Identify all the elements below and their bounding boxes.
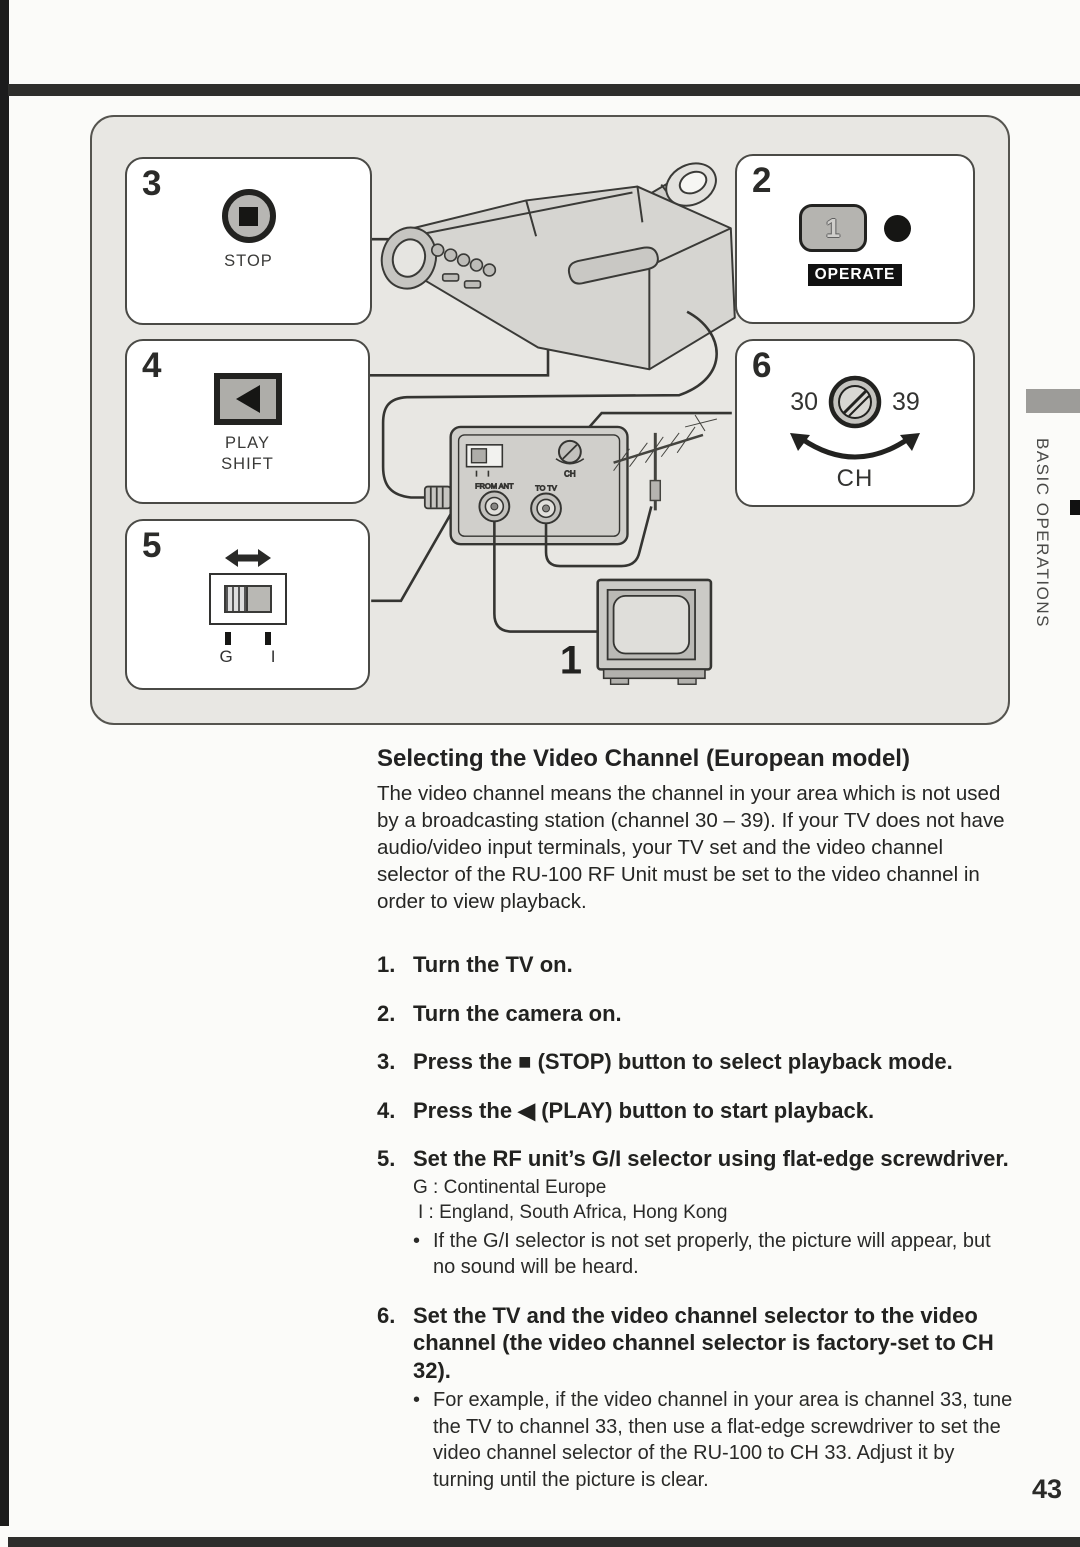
instruction-column: Selecting the Video Channel (European mo…: [377, 745, 1013, 1493]
callout-box-stop: 3 STOP: [125, 157, 372, 325]
note-text: If the G/I selector is not set properly,…: [433, 1229, 991, 1279]
bullet-marker: •: [413, 1389, 421, 1411]
step-number: 2.: [377, 1000, 396, 1026]
step-text: Turn the TV on.: [413, 952, 573, 977]
shift-label: SHIFT: [221, 455, 274, 473]
bullet-marker: •: [413, 1229, 421, 1252]
box-number: 6: [752, 346, 772, 385]
step-1: 1. Turn the TV on.: [377, 951, 1013, 979]
rf-jack-from-ant: [478, 490, 511, 523]
g-label: G: [219, 647, 233, 666]
tv-illustration: [596, 578, 713, 685]
stop-button-icon: [221, 189, 276, 243]
rf-cables: [493, 506, 653, 633]
step-number: 4.: [377, 1097, 396, 1123]
step-text: Turn the camera on.: [413, 1000, 622, 1026]
channel-dial-icon: [828, 375, 882, 429]
chapter-tab: [1026, 389, 1080, 413]
diagram-panel: CH FROM ANT TO TV: [90, 115, 1010, 725]
callout-box-play: 4 PLAY SHIFT: [125, 339, 370, 504]
box-number: 2: [752, 161, 772, 200]
camcorder-illustration: [380, 162, 736, 371]
tv-step-number: 1: [560, 638, 582, 682]
step-number: 1.: [377, 952, 396, 977]
i-label: I: [270, 647, 276, 666]
step-number: 6.: [377, 1302, 396, 1328]
top-rule: [8, 84, 1080, 96]
camcorder-cable: [381, 310, 718, 499]
step-note: • For example, if the video channel in y…: [413, 1387, 1013, 1493]
step-6: 6. Set the TV and the video channel sele…: [377, 1302, 1013, 1494]
box-number: 5: [142, 526, 162, 565]
ch-max-value: 39: [892, 387, 920, 416]
step-2: 2. Turn the camera on.: [377, 1000, 1013, 1028]
rf-jack-to-tv: [530, 492, 562, 525]
callout-box-gi-selector: 5 G I: [125, 519, 370, 690]
section-index-mark: [1070, 500, 1080, 515]
gi-selector-switch: [208, 573, 287, 625]
step-number: 5.: [377, 1146, 396, 1171]
operate-badge: OPERATE: [807, 264, 903, 286]
box-number: 4: [142, 346, 162, 385]
slide-arrow-icon: [224, 549, 271, 567]
step-list: 1. Turn the TV on. 2. Turn the camera on…: [377, 951, 1013, 1493]
bottom-rule: [8, 1537, 1080, 1547]
i-detail: I : England, South Africa, Hong Kong: [418, 1201, 728, 1223]
callout-box-operate: 2 1 OPERATE: [735, 154, 975, 324]
step-3: 3. Press the ■ (STOP) button to select p…: [377, 1048, 1013, 1076]
gi-ticks: [224, 632, 271, 645]
rf-jack-right-label: TO TV: [535, 484, 557, 493]
chapter-label: BASIC OPERATIONS: [1033, 438, 1052, 628]
step-text: Set the RF unit’s G/I selector using fla…: [413, 1146, 1009, 1171]
section-heading: Selecting the Video Channel (European mo…: [377, 745, 910, 772]
g-detail: G : Continental Europe: [413, 1176, 607, 1198]
page-number: 43: [1031, 1474, 1063, 1504]
note-text: For example, if the video channel in you…: [433, 1389, 1013, 1491]
step-note: • If the G/I selector is not set properl…: [413, 1228, 1013, 1281]
step-text: Set the TV and the video channel selecto…: [413, 1302, 994, 1383]
rf-unit-illustration: CH FROM ANT TO TV: [449, 425, 629, 546]
rf-jack-left-label: FROM ANT: [475, 482, 514, 491]
step-number: 3.: [377, 1049, 396, 1074]
step-5: 5. Set the RF unit’s G/I selector using …: [377, 1145, 1013, 1281]
step-text: Press the ■ (STOP) button to select play…: [413, 1049, 953, 1074]
play-label: PLAY: [225, 434, 270, 452]
play-button-icon: [213, 373, 282, 425]
cable-plug: [423, 485, 452, 510]
antenna-illustration: [613, 414, 718, 511]
hookup-illustration: CH FROM ANT TO TV: [369, 162, 736, 685]
intro-paragraph: The video channel means the channel in y…: [377, 782, 1005, 913]
ch-label: CH: [836, 465, 874, 492]
dial-turn-arrows-icon: [790, 433, 920, 460]
step-4: 4. Press the ◀ (PLAY) button to start pl…: [377, 1097, 1013, 1125]
power-key-icon: 1: [799, 204, 867, 252]
rf-dial-label: CH: [564, 470, 576, 479]
left-edge-bar: [0, 0, 9, 1526]
ch-min-value: 30: [790, 387, 818, 416]
step-text: Press the ◀ (PLAY) button to start playb…: [413, 1097, 875, 1123]
power-indicator-dot: [884, 214, 911, 242]
stop-label: STOP: [224, 252, 273, 270]
callout-box-channel-dial: 6 30 39 CH: [735, 339, 975, 507]
box-number: 3: [142, 164, 162, 203]
